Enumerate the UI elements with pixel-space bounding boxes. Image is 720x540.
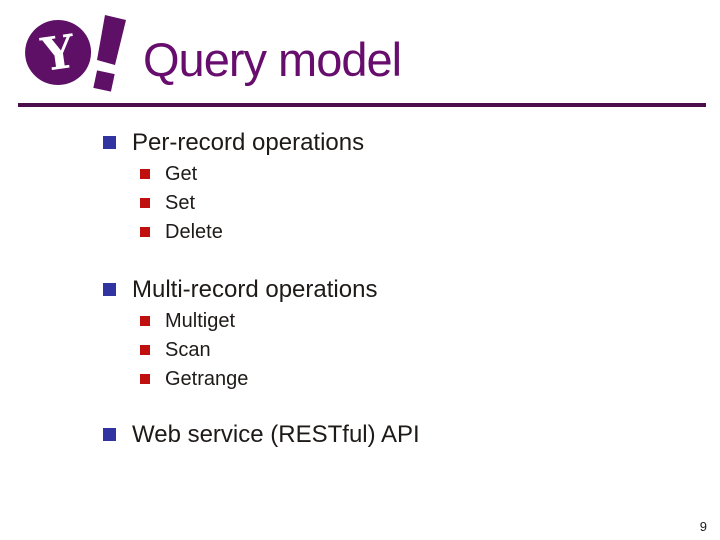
- slide-title: Query model: [143, 33, 402, 86]
- square-bullet-icon: [140, 345, 150, 355]
- bullet-item-level2: Getrange: [140, 365, 377, 394]
- bullet-group-web-service: Web service (RESTful) API: [103, 421, 420, 449]
- bullet-item-level1: Per-record operations: [103, 129, 364, 157]
- bullet-item-level1: Multi-record operations: [103, 276, 377, 304]
- bullet-label: Per-record operations: [132, 129, 365, 156]
- sub-bullet-list: Get Set Delete: [140, 160, 364, 247]
- square-bullet-icon: [103, 283, 116, 296]
- bullet-item-level2: Scan: [140, 336, 377, 365]
- square-bullet-icon: [140, 198, 150, 208]
- square-bullet-icon: [140, 227, 150, 237]
- square-bullet-icon: [103, 136, 116, 149]
- bullet-group-per-record: Per-record operations Get Set Delete: [103, 129, 364, 247]
- bullet-label: Get: [165, 163, 198, 185]
- bullet-item-level1: Web service (RESTful) API: [103, 421, 420, 449]
- bullet-label: Web service (RESTful) API: [132, 421, 420, 448]
- page-number: 9: [699, 519, 707, 534]
- bullet-label: Set: [165, 192, 196, 214]
- square-bullet-icon: [103, 428, 116, 441]
- bullet-label: Scan: [165, 339, 211, 361]
- square-bullet-icon: [140, 316, 150, 326]
- bullet-label: Delete: [165, 221, 223, 243]
- yahoo-logo-oval: [25, 19, 92, 86]
- square-bullet-icon: [140, 374, 150, 384]
- bullet-item-level2: Multiget: [140, 307, 377, 336]
- sub-bullet-list: Multiget Scan Getrange: [140, 307, 377, 394]
- yahoo-logo-icon: Y: [25, 15, 126, 92]
- yahoo-logo-exclamation: [93, 15, 126, 92]
- title-divider: [18, 103, 706, 107]
- bullet-item-level2: Get: [140, 160, 364, 189]
- bullet-group-multi-record: Multi-record operations Multiget Scan Ge…: [103, 276, 377, 394]
- bullet-label: Multi-record operations: [132, 276, 378, 303]
- bullet-item-level2: Delete: [140, 218, 364, 247]
- square-bullet-icon: [140, 169, 150, 179]
- bullet-item-level2: Set: [140, 189, 364, 218]
- bullet-label: Multiget: [165, 310, 236, 332]
- bullet-label: Getrange: [165, 368, 249, 390]
